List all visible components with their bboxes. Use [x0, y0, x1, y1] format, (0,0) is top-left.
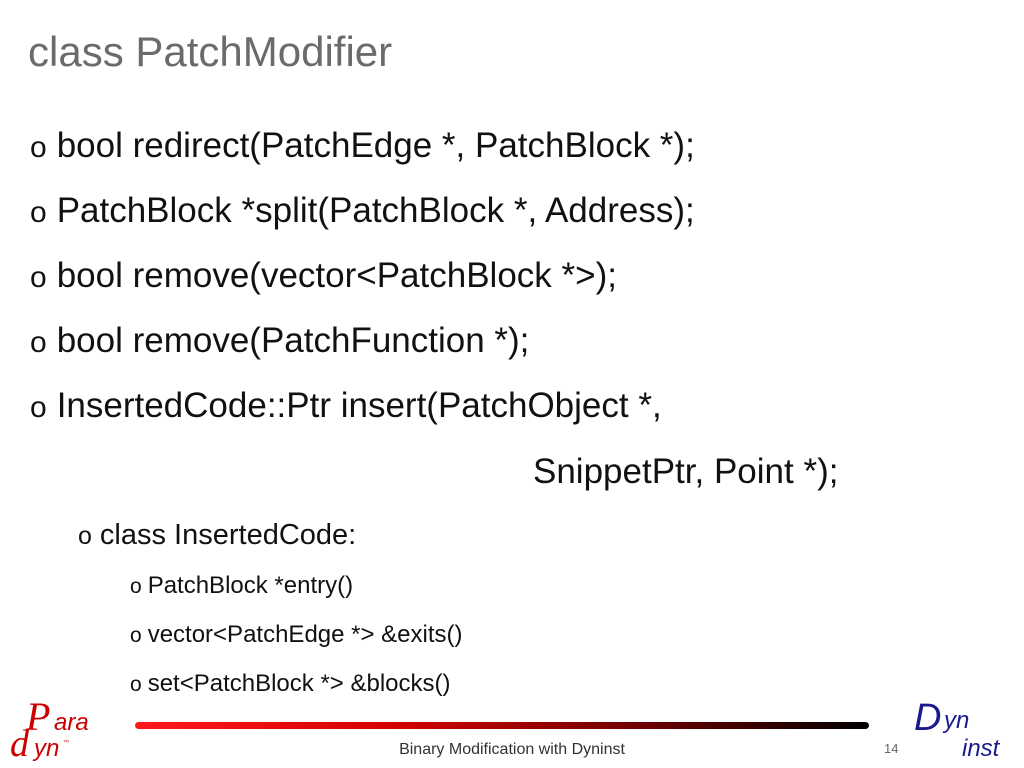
logo-letter-p: P — [25, 696, 50, 739]
sub-sub-bullet-item: o PatchBlock *entry() — [130, 572, 353, 600]
bullet-text: bool redirect(PatchEdge *, PatchBlock *)… — [56, 126, 695, 165]
sub-sub-bullet-item: o set<PatchBlock *> &blocks() — [130, 670, 451, 698]
bullet-text: set<PatchBlock *> &blocks() — [147, 670, 451, 697]
paradyn-logo: P ara d yn ™ — [10, 696, 89, 762]
trademark-mark: ™ — [63, 739, 69, 746]
sub-bullet-item: o class InsertedCode: — [78, 519, 356, 552]
sub-sub-bullet-item: o vector<PatchEdge *> &exits() — [130, 621, 463, 649]
bullet-marker: o — [130, 673, 142, 696]
bullet-text: bool remove(PatchFunction *); — [56, 321, 530, 360]
logo-letter-d: D — [914, 697, 941, 739]
bullet-item: o bool remove(PatchFunction *); — [30, 321, 529, 361]
bullet-item: o PatchBlock *split(PatchBlock *, Addres… — [30, 191, 695, 231]
logo-text-bottom: inst — [962, 735, 1001, 762]
logo-text-bottom: yn — [32, 735, 59, 762]
bullet-marker: o — [30, 391, 47, 424]
slide-title: class PatchModifier — [28, 28, 393, 75]
bullet-text: class InsertedCode: — [99, 519, 357, 551]
logo-letter-d: d — [10, 723, 30, 762]
bullet-text: PatchBlock *entry() — [147, 572, 354, 599]
bullet-continuation: SnippetPtr, Point *); — [533, 452, 839, 491]
bullet-marker: o — [30, 261, 47, 294]
bullet-text: InsertedCode::Ptr insert(PatchObject *, — [56, 386, 662, 425]
bullet-marker: o — [130, 624, 142, 647]
bullet-item: o bool redirect(PatchEdge *, PatchBlock … — [30, 126, 695, 166]
bullet-marker: o — [30, 326, 47, 359]
bullet-item: o bool remove(vector<PatchBlock *>); — [30, 256, 617, 296]
bullet-marker: o — [30, 131, 47, 164]
page-number: 14 — [884, 741, 899, 756]
logo-text-top: ara — [54, 709, 89, 736]
logo-text-top: yn — [942, 707, 969, 734]
bullet-marker: o — [78, 522, 92, 550]
bullet-text: vector<PatchEdge *> &exits() — [147, 621, 463, 648]
bullet-marker: o — [30, 196, 47, 229]
bullet-text: bool remove(vector<PatchBlock *>); — [56, 256, 617, 295]
dyninst-logo: D yn inst — [914, 697, 1001, 762]
footer-caption: Binary Modification with Dyninst — [399, 741, 625, 758]
bullet-marker: o — [130, 575, 142, 598]
bullet-text: PatchBlock *split(PatchBlock *, Address)… — [56, 191, 695, 230]
bullet-item: o InsertedCode::Ptr insert(PatchObject *… — [30, 386, 662, 426]
footer-gradient-bar — [135, 722, 869, 729]
